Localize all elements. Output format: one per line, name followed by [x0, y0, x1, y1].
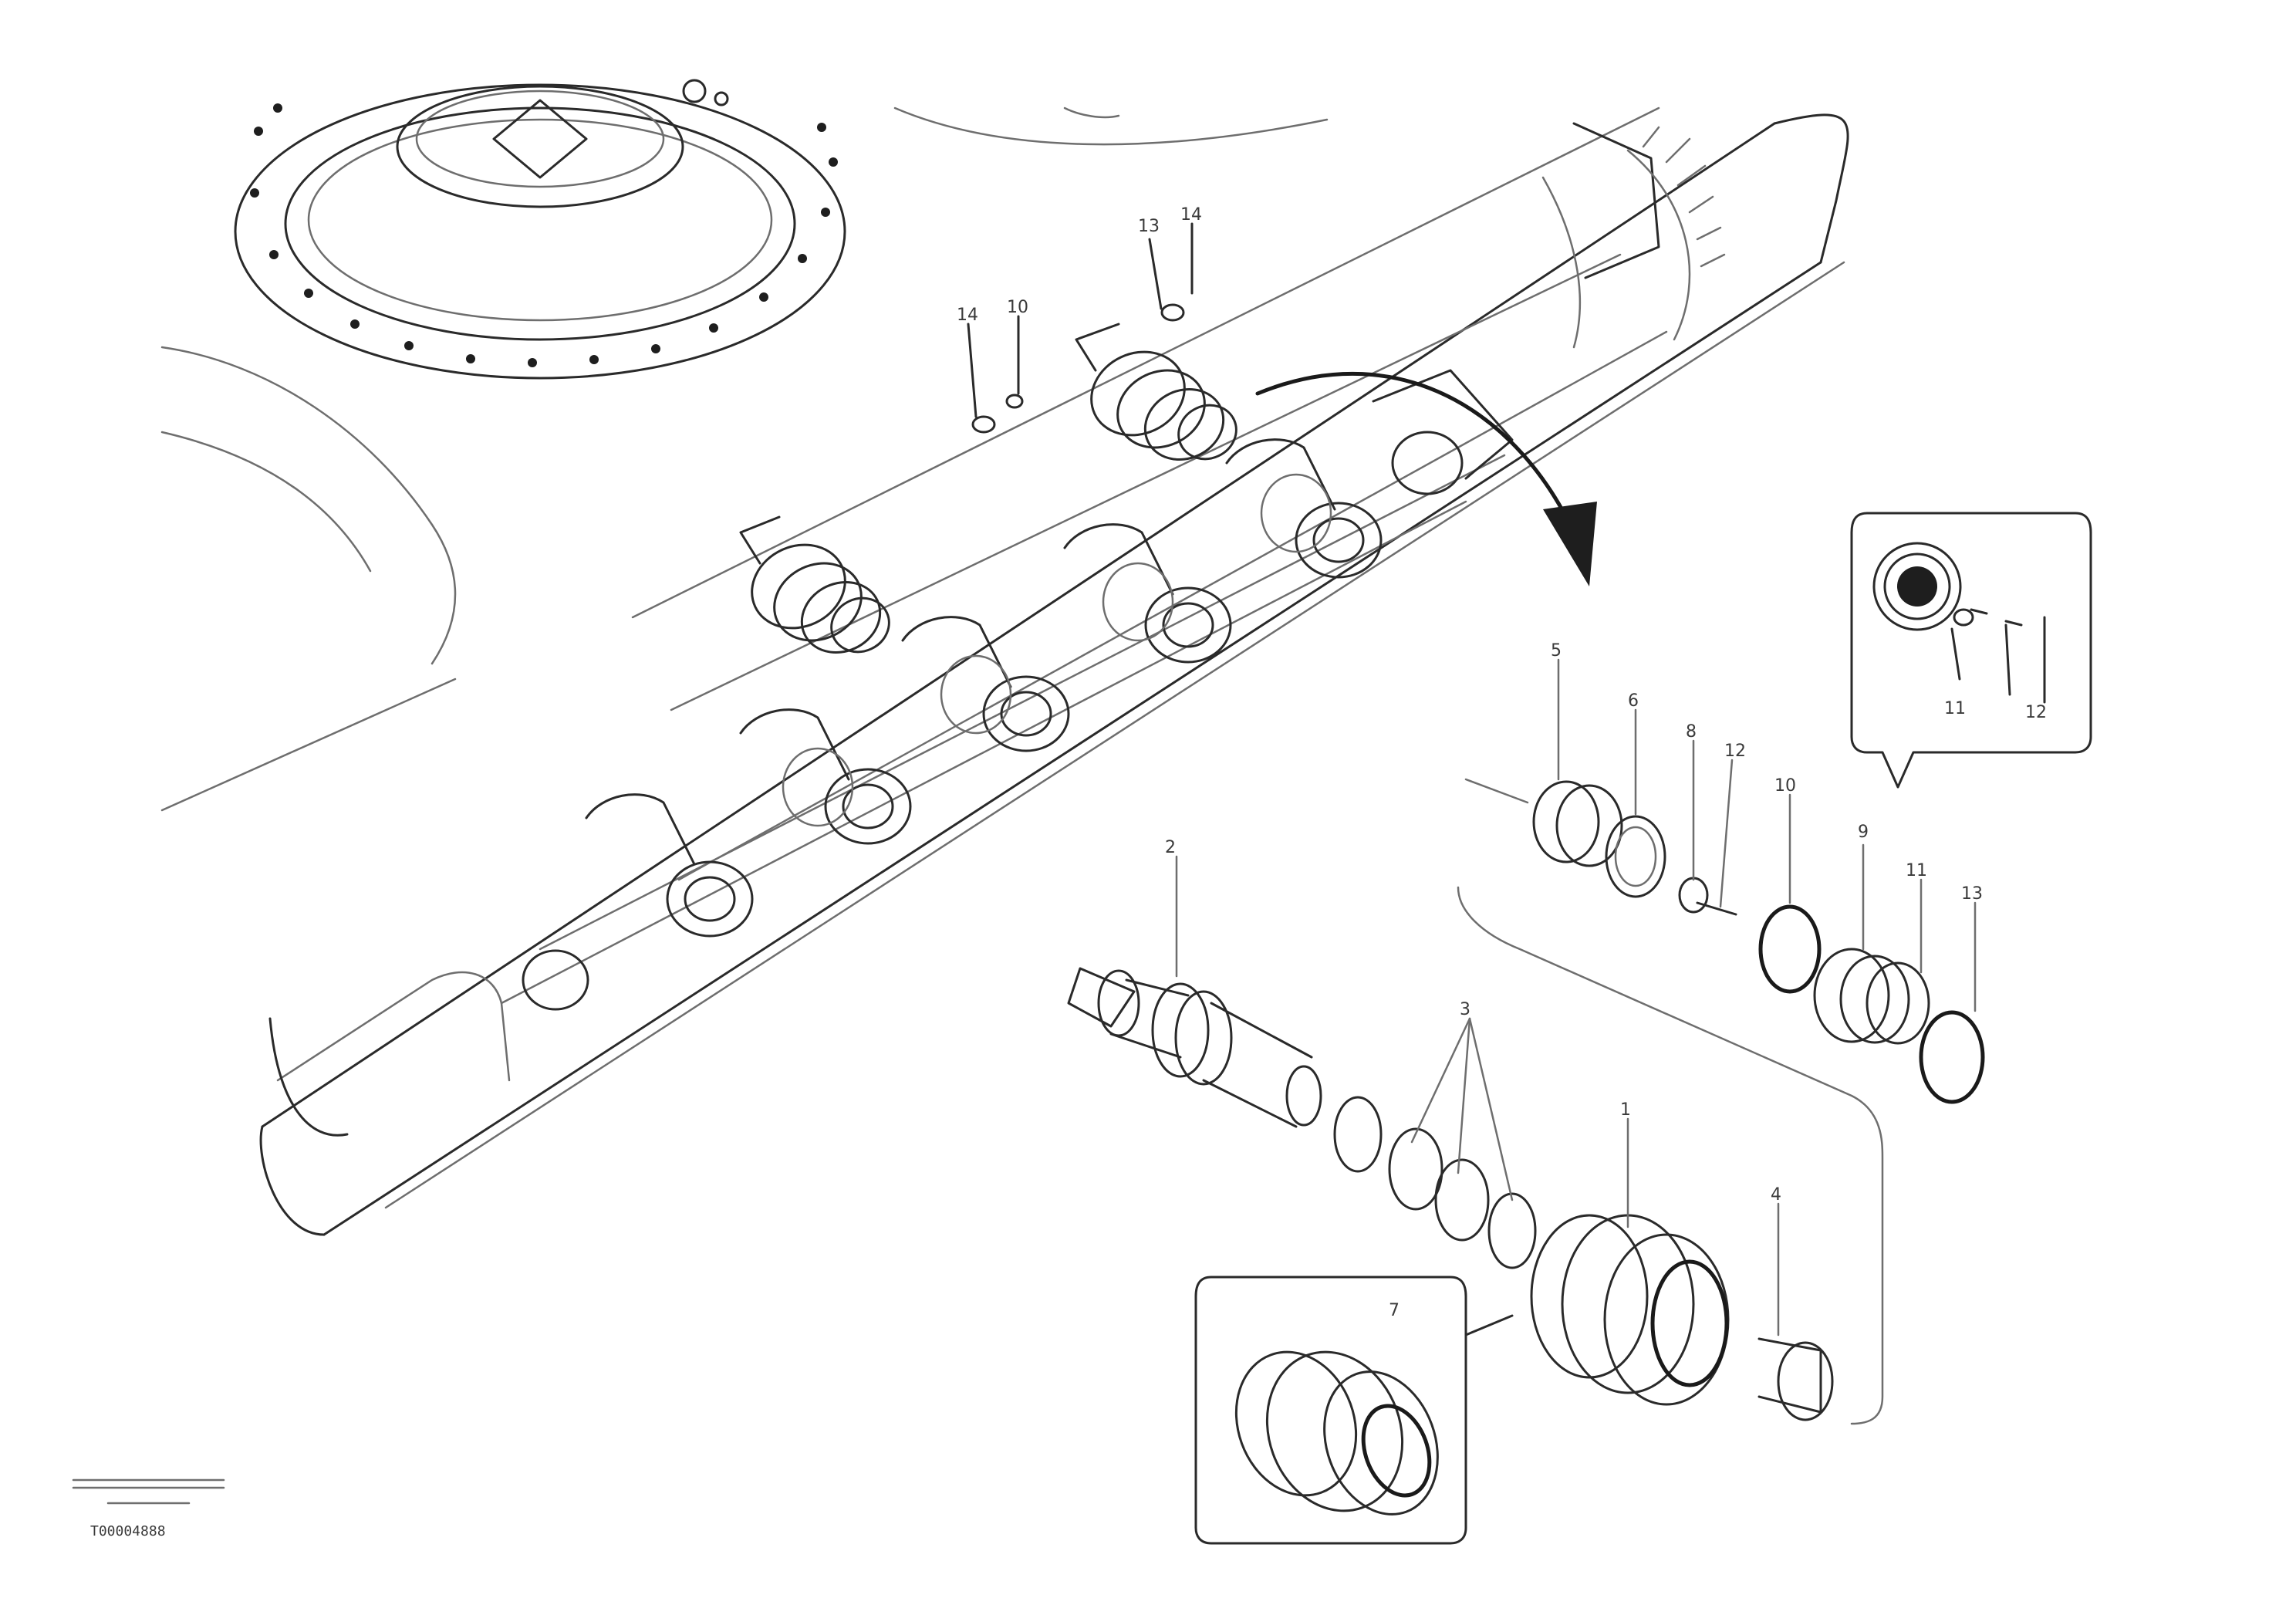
bolt-cluster-left: [967, 315, 1024, 434]
leader-lines: [1175, 658, 1977, 1336]
callout-12: 12: [1724, 742, 1746, 761]
detail-inset-bottom: [1194, 1276, 1514, 1545]
callout-1: 1: [1620, 1100, 1631, 1120]
callout-7: 7: [1389, 1301, 1400, 1320]
bolt-cluster-right: [1148, 222, 1194, 322]
callout-10-top: 10: [1007, 298, 1028, 317]
callout-2: 2: [1165, 838, 1176, 857]
callout-9: 9: [1858, 823, 1869, 842]
exploded-row-lower: [1067, 967, 1834, 1421]
callout-4: 4: [1771, 1185, 1781, 1205]
callout-8: 8: [1686, 722, 1697, 742]
track-frame: [259, 106, 1849, 1236]
callouts: 2 3 1 4 7 5 6 8 12 10 9 11 13 14 10 13 1…: [957, 205, 2047, 1320]
callout-14: 14: [957, 306, 978, 325]
exploded-view-arrow: [1255, 371, 1597, 586]
stamp-code: T00004888: [90, 1523, 166, 1539]
swing-ring: [234, 79, 846, 380]
detail-inset-top: [1850, 512, 2092, 789]
callout-12-inset: 12: [2025, 703, 2047, 722]
callout-13: 13: [1961, 884, 1983, 904]
carrier-roller-mid: [739, 515, 890, 654]
callout-5: 5: [1551, 641, 1562, 661]
track-rollers: [522, 369, 1514, 1011]
carrier-roller-top: [1075, 323, 1237, 461]
callout-14-top: 14: [1180, 205, 1202, 225]
drawing-stamp: T00004888: [72, 1478, 225, 1539]
callout-6: 6: [1628, 691, 1639, 711]
callout-13-top: 13: [1138, 217, 1160, 236]
exploded-row-upper: [1457, 778, 1985, 1425]
callout-11-inset: 11: [1944, 699, 1966, 718]
callout-11: 11: [1906, 861, 1927, 880]
carbody-outline: [160, 106, 1329, 812]
callout-10: 10: [1774, 776, 1796, 796]
callout-3: 3: [1460, 1000, 1470, 1019]
